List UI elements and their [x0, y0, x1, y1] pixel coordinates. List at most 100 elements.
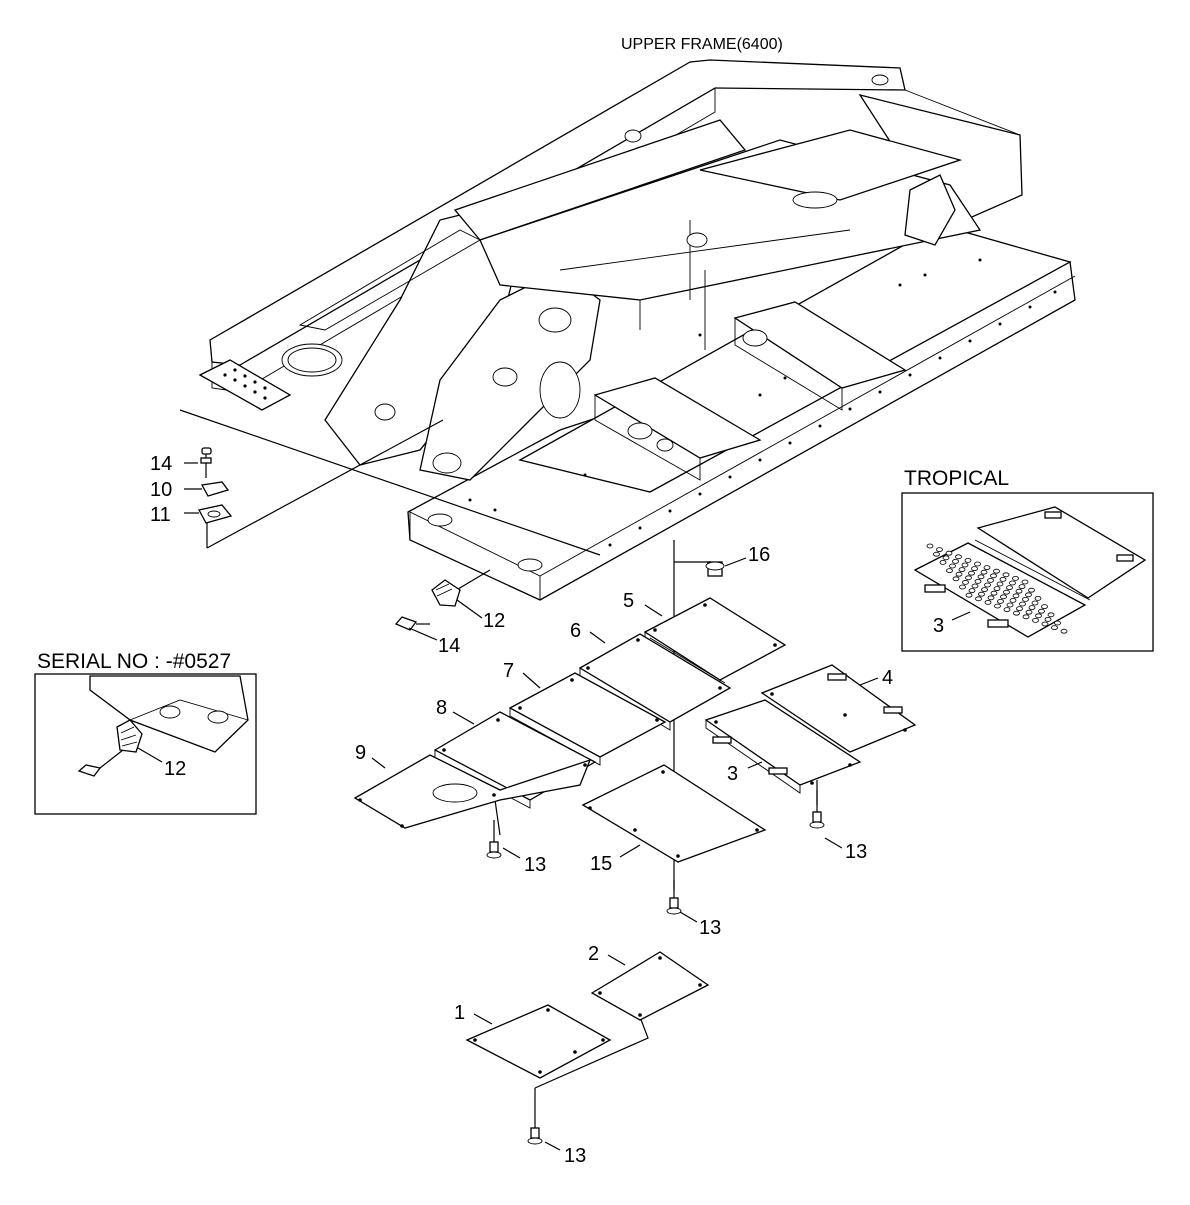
perforation-hole [1032, 618, 1039, 623]
perforation-hole [990, 573, 997, 579]
perforation-hole [996, 581, 1004, 587]
callout-3: 3 [727, 763, 738, 785]
perforation-hole [958, 567, 966, 572]
perforation-hole [949, 563, 956, 569]
perforation-hole [1018, 584, 1026, 589]
perforation-hole [939, 560, 947, 565]
perforation-hole [1051, 625, 1058, 630]
callout-15: 15 [590, 853, 612, 875]
perforation-hole [1006, 585, 1013, 590]
perforation-hole [1016, 606, 1023, 611]
cover-4 [760, 664, 917, 753]
perforation-hole [997, 599, 1004, 604]
perforation-hole [981, 587, 988, 592]
perforation-hole [977, 574, 985, 580]
perforation-hole [965, 592, 973, 598]
perforation-hole [962, 580, 969, 585]
perforation-hole [1009, 598, 1017, 603]
callout-leaders [371, 604, 879, 1151]
callout-14: 14 [438, 635, 460, 657]
callout-1: 1 [454, 1002, 465, 1024]
perforation-hole [955, 554, 962, 560]
perforation-hole [1060, 628, 1068, 634]
callout-13: 13 [699, 917, 721, 939]
perforation-hole [987, 578, 994, 583]
cover-6 [578, 633, 732, 723]
perforation-hole [1044, 617, 1052, 622]
callout-5: 5 [623, 590, 634, 612]
callout-7: 7 [503, 660, 514, 682]
perforation-hole [980, 569, 988, 575]
perforation-hole [926, 543, 934, 549]
callout-13: 13 [845, 841, 867, 863]
perforation-hole [994, 603, 1001, 609]
perforation-hole [936, 547, 943, 552]
perforation-hole [1013, 610, 1020, 616]
perforation-hole [1012, 576, 1019, 581]
perforation-hole [1034, 596, 1042, 601]
callout-8: 8 [436, 697, 447, 719]
callout-13: 13 [524, 854, 546, 876]
perforation-hole [984, 600, 992, 605]
perforation-hole [1025, 592, 1032, 598]
perforation-hole [964, 558, 972, 563]
tropical-callout-3: 3 [933, 615, 944, 637]
perforation-hole [1012, 593, 1020, 599]
perforation-hole [1000, 594, 1007, 600]
perforation-hole [1041, 604, 1048, 609]
callout-13: 13 [564, 1145, 586, 1167]
perforation-hole [971, 583, 979, 589]
serial-title: SERIAL NO : -#0527 [37, 650, 231, 673]
perforation-hole [1002, 572, 1010, 578]
perforation-hole [993, 568, 1000, 574]
cover-1 [465, 1004, 612, 1079]
perforation-hole [975, 596, 982, 602]
perforation-hole [1015, 588, 1023, 594]
perforation-hole [974, 579, 982, 584]
perforation-hole [1028, 587, 1035, 593]
cover-2 [590, 951, 710, 1021]
perforation-hole [1031, 600, 1039, 606]
perforation-hole [968, 570, 975, 576]
hardware-10-11-14 [184, 447, 747, 641]
perforation-hole [1009, 580, 1016, 586]
perforation-hole [983, 565, 991, 570]
perforation-hole [990, 590, 998, 596]
perforation-hole [1022, 597, 1029, 602]
upper-frame [198, 59, 1076, 601]
perforation-hole [1041, 621, 1049, 627]
perforation-hole [942, 555, 950, 561]
perforation-hole [993, 586, 1001, 591]
perforation-hole [1038, 608, 1045, 614]
perforation-hole [984, 582, 991, 588]
perforation-hole [946, 568, 953, 573]
perforation-pattern [926, 543, 1068, 634]
perforation-hole [1003, 589, 1010, 595]
cover-5 [643, 597, 787, 681]
perforation-hole [933, 551, 940, 557]
perforation-hole [961, 562, 969, 568]
perforation-hole [968, 588, 976, 593]
perforation-hole [1019, 601, 1026, 607]
callout-labels: 14 10 11 12 14 16 5 6 7 8 9 4 3 13 13 15… [150, 453, 893, 1167]
perforation-hole [952, 576, 960, 582]
perforation-hole [955, 571, 963, 577]
perforation-hole [1028, 605, 1036, 610]
callout-4: 4 [882, 667, 893, 689]
serial-inset: SERIAL NO : -#0527 12 [34, 650, 257, 815]
perforation-hole [1006, 602, 1014, 608]
perforation-hole [978, 591, 985, 597]
cover-7 [508, 672, 667, 758]
tropical-title: TROPICAL [904, 467, 1009, 490]
callout-9: 9 [355, 742, 366, 764]
bolts-13 [486, 790, 825, 1145]
perforation-hole [1022, 614, 1030, 620]
perforation-hole [999, 577, 1007, 582]
perforation-hole [971, 566, 978, 571]
perforation-hole [945, 550, 953, 556]
perforation-hole [1021, 579, 1029, 585]
perforation-hole [974, 561, 981, 567]
under-covers [353, 597, 917, 1079]
